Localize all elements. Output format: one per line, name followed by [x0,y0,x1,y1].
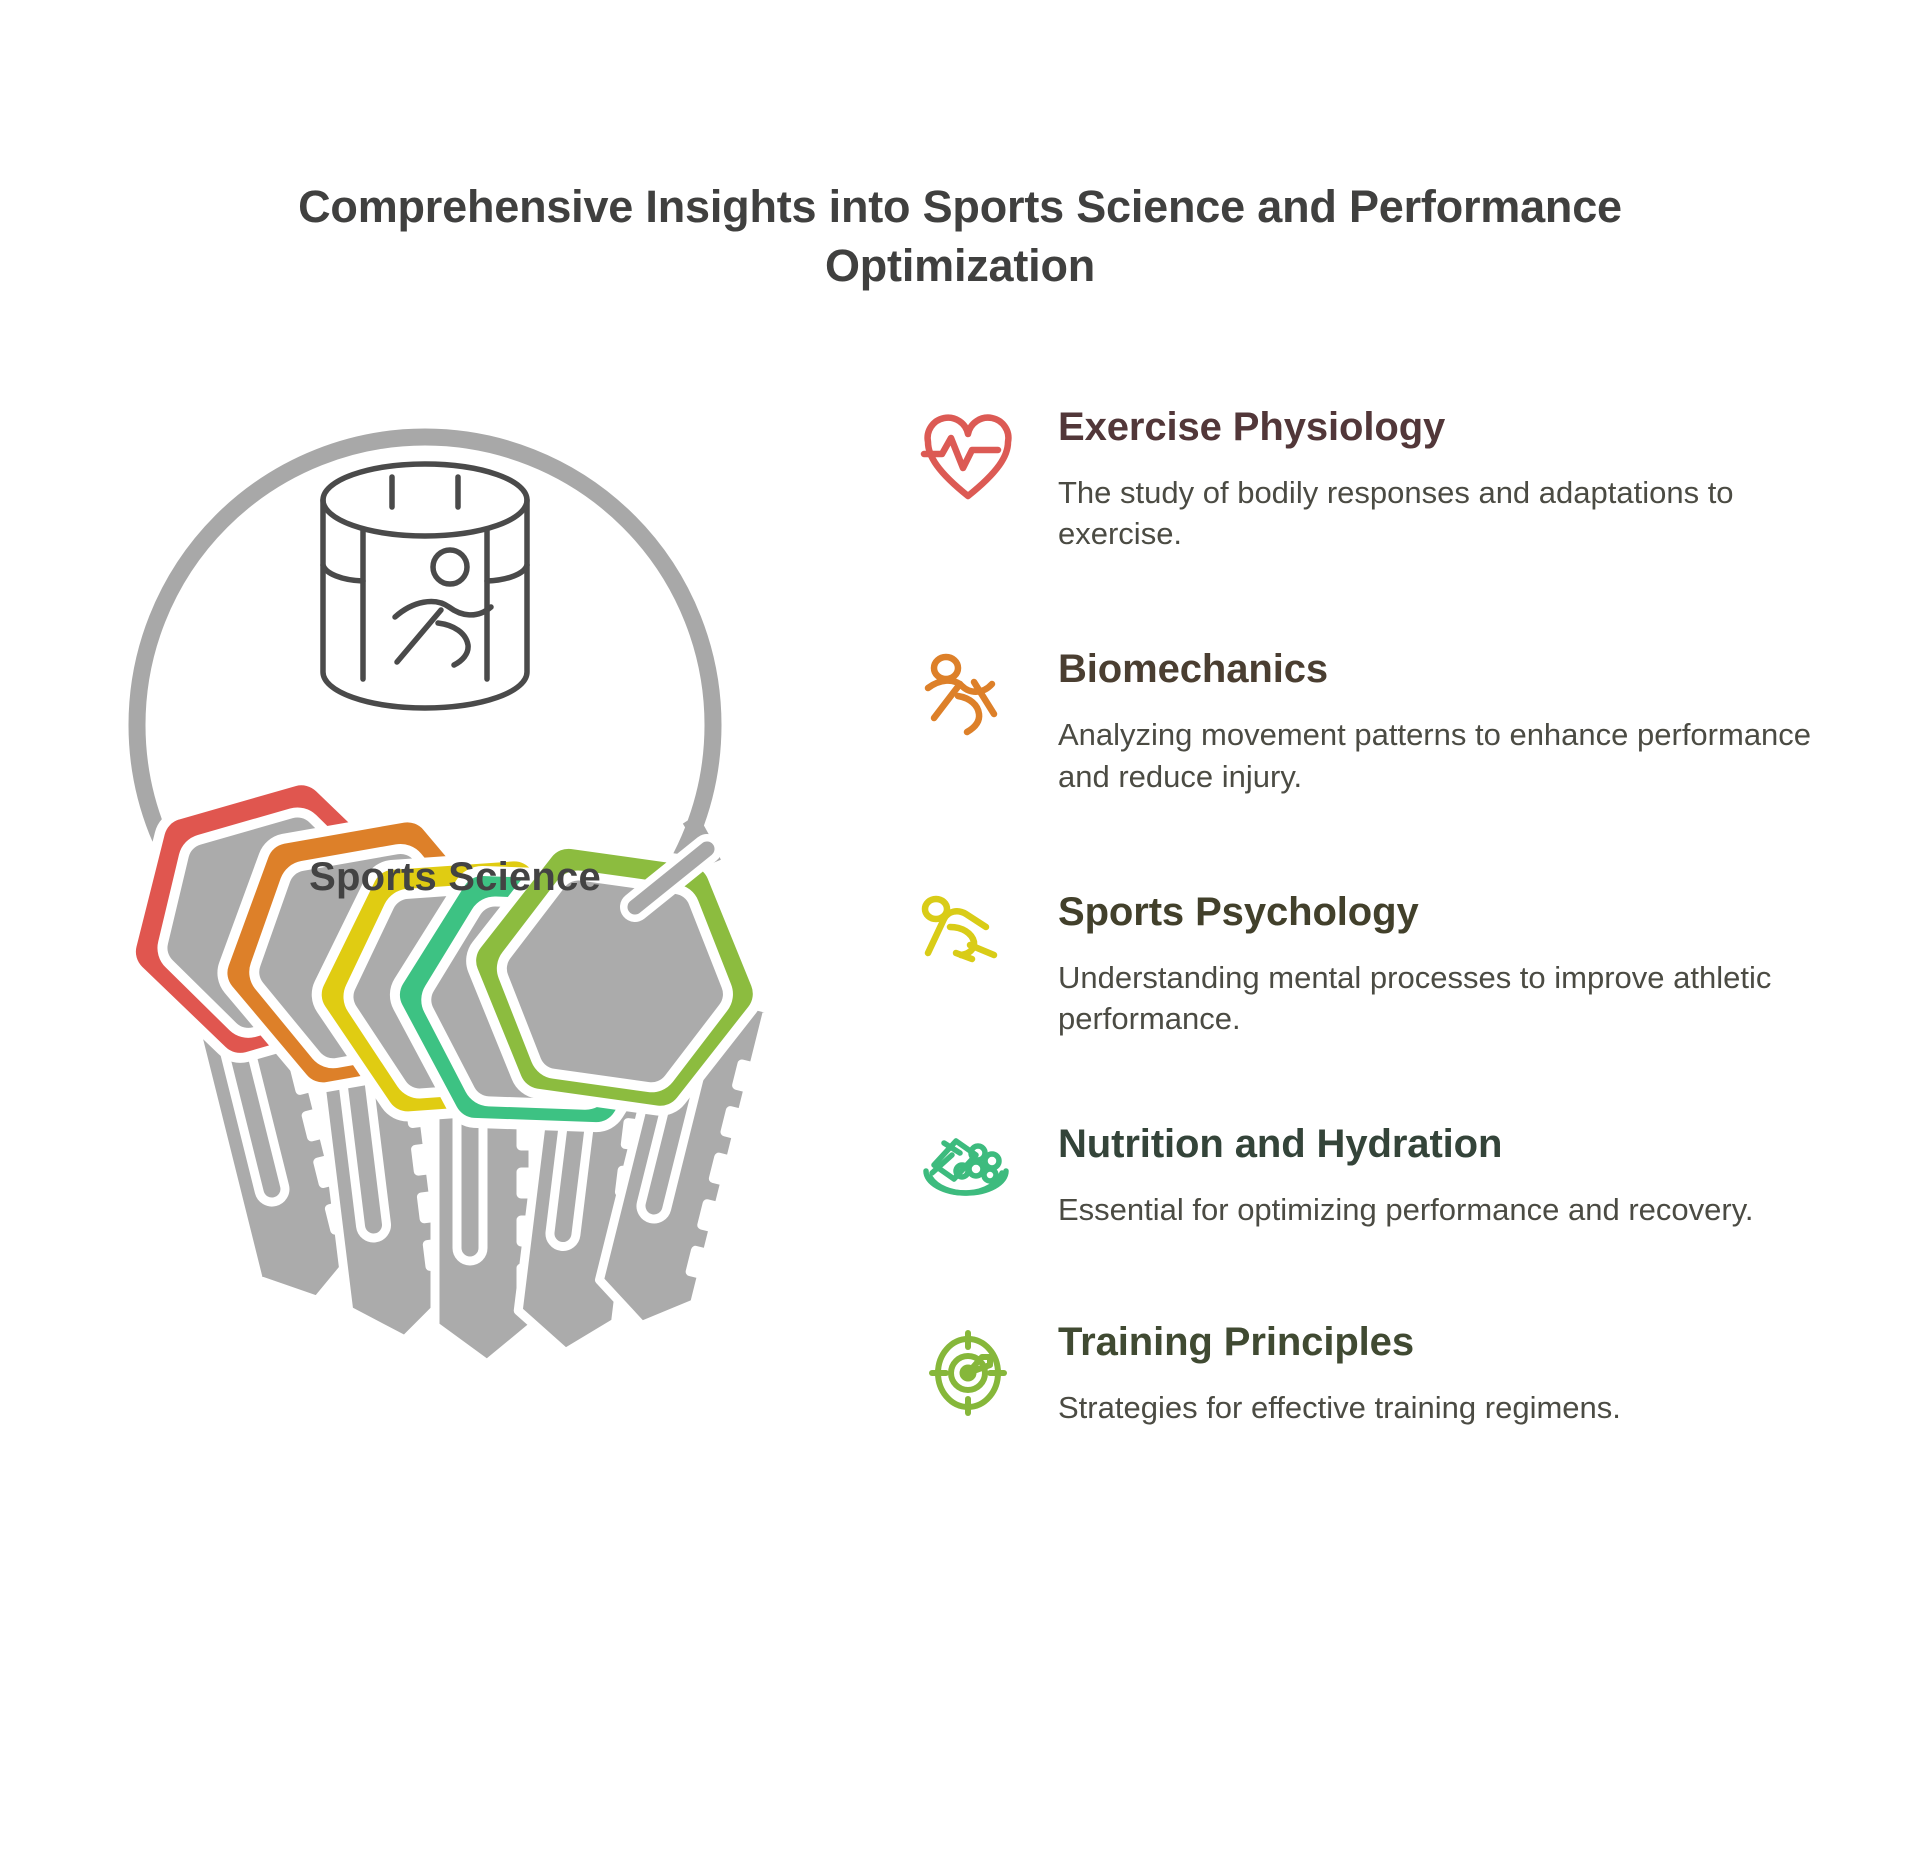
heart-pulse-icon [920,410,1016,506]
list-item-title: Nutrition and Hydration [1058,1122,1503,1167]
keyring-illustration [95,395,885,1415]
list-item-body: Biomechanics Analyzing movement patterns… [1058,646,1820,796]
list-item-description: The study of bodily responses and adapta… [1058,475,1734,552]
topics-list: Exercise Physiology The study of bodily … [920,404,1820,1428]
list-item-title: Training Principles [1058,1319,1414,1364]
page-title: Comprehensive Insights into Sports Scien… [298,181,1622,291]
list-item-description: Essential for optimizing performance and… [1058,1192,1754,1228]
list-item-nutrition-and-hydration: Nutrition and Hydration Essential for op… [920,1121,1820,1230]
list-item-sports-psychology: Sports Psychology Understanding mental p… [920,889,1820,1039]
list-item-exercise-physiology: Exercise Physiology The study of bodily … [920,404,1820,554]
spacer [920,797,1820,889]
list-item-training-principles: Training Principles Strategies for effec… [920,1319,1820,1428]
salad-bowl-icon [920,1127,1016,1223]
spacer [920,1039,1820,1121]
list-item-description: Understanding mental processes to improv… [1058,959,1772,1037]
spacer [920,554,1820,646]
spacer [920,1231,1820,1319]
list-item-title: Sports Psychology [1058,889,1419,934]
list-item-body: Exercise Physiology The study of bodily … [1058,404,1820,554]
sprinter-start-icon [920,895,1016,991]
page-title-container: Comprehensive Insights into Sports Scien… [250,178,1670,295]
target-stopwatch-icon [920,1325,1016,1421]
list-item-title: Biomechanics [1058,647,1329,692]
list-item-description: Strategies for effective training regime… [1058,1389,1621,1425]
list-item-description: Analyzing movement patterns to enhance p… [1058,717,1812,794]
list-item-biomechanics: Biomechanics Analyzing movement patterns… [920,646,1820,796]
list-item-title: Exercise Physiology [1058,405,1446,449]
stadium-runner-icon [320,461,530,711]
key-head-training-principles [466,838,763,1116]
list-item-body: Nutrition and Hydration Essential for op… [1058,1121,1820,1230]
list-item-body: Sports Psychology Understanding mental p… [1058,889,1820,1039]
running-person-icon [920,652,1016,748]
list-item-body: Training Principles Strategies for effec… [1058,1319,1820,1428]
